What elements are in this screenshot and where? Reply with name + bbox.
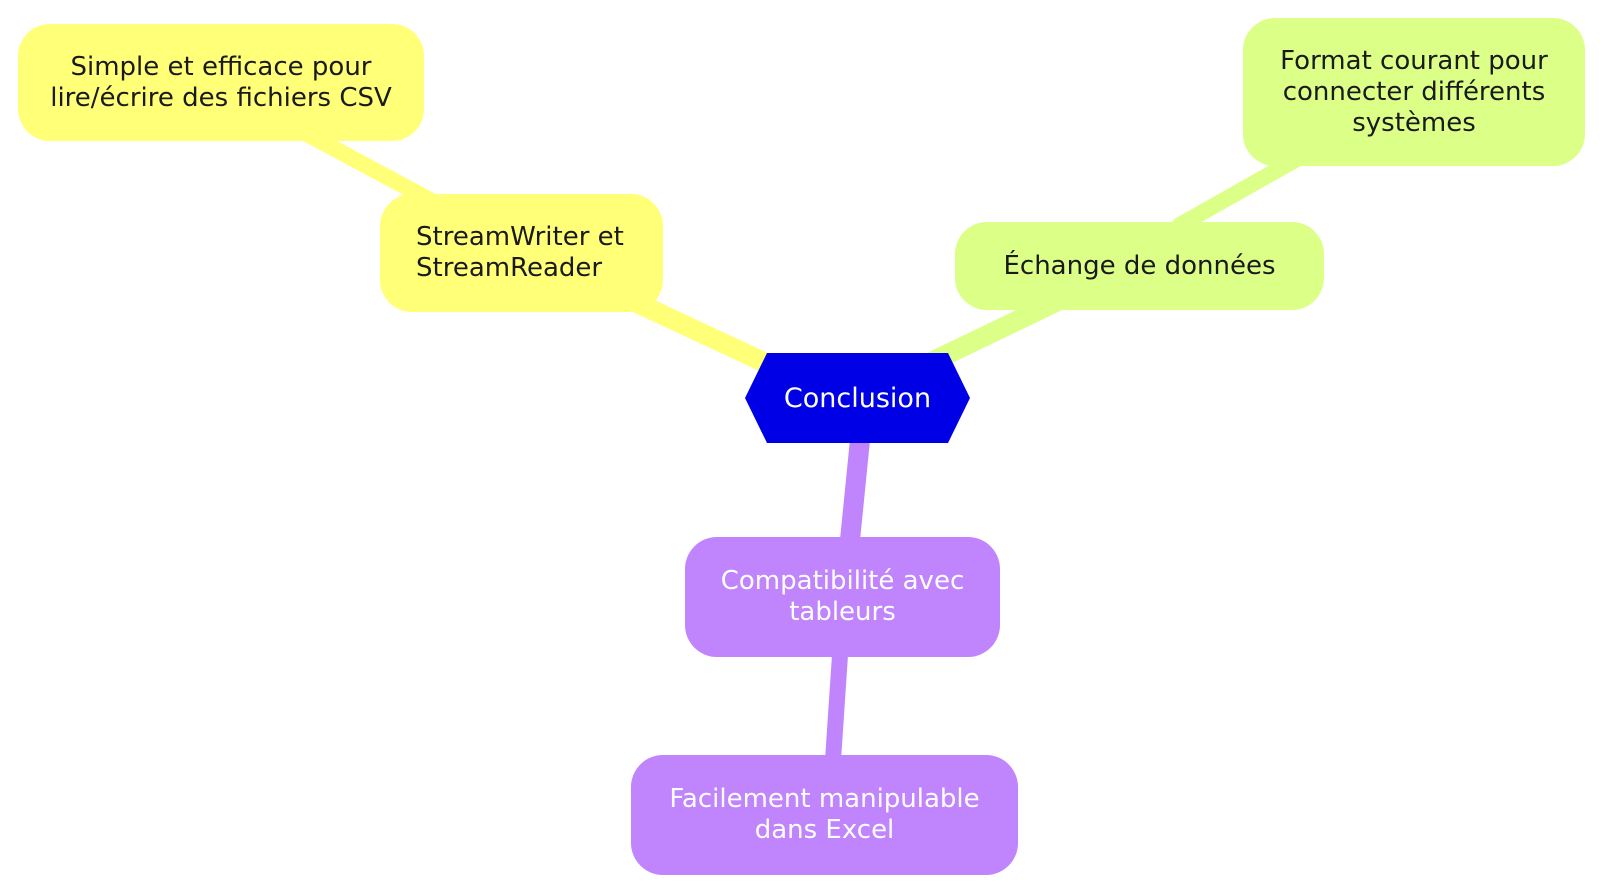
node-streamwriter-label: StreamWriter et StreamReader xyxy=(416,222,624,283)
edge-echange-format xyxy=(1172,152,1303,233)
node-format-label: Format courant pour connecter différents… xyxy=(1280,45,1548,138)
root-hexagon-shape xyxy=(745,353,970,443)
node-root[interactable]: Conclusion xyxy=(745,353,970,443)
node-format[interactable]: Format courant pour connecter différents… xyxy=(1243,18,1585,166)
node-compat-label: Compatibilité avec tableurs xyxy=(720,566,965,627)
node-streamwriter[interactable]: StreamWriter et StreamReader xyxy=(380,194,663,312)
node-root-label: Conclusion xyxy=(783,382,932,414)
edge-compat-excel xyxy=(825,647,848,768)
node-excel[interactable]: Facilement manipulable dans Excel xyxy=(631,755,1018,875)
node-compat[interactable]: Compatibilité avec tableurs xyxy=(685,537,1000,657)
node-simple[interactable]: Simple et efficace pour lire/écrire des … xyxy=(18,24,424,141)
node-echange[interactable]: Échange de données xyxy=(955,222,1324,310)
node-excel-label: Facilement manipulable dans Excel xyxy=(669,784,980,845)
edge-root-compat xyxy=(840,430,870,550)
node-echange-label: Échange de données xyxy=(1003,250,1276,281)
node-simple-label: Simple et efficace pour lire/écrire des … xyxy=(50,51,392,113)
edge-streamwriter-simple xyxy=(297,125,438,208)
